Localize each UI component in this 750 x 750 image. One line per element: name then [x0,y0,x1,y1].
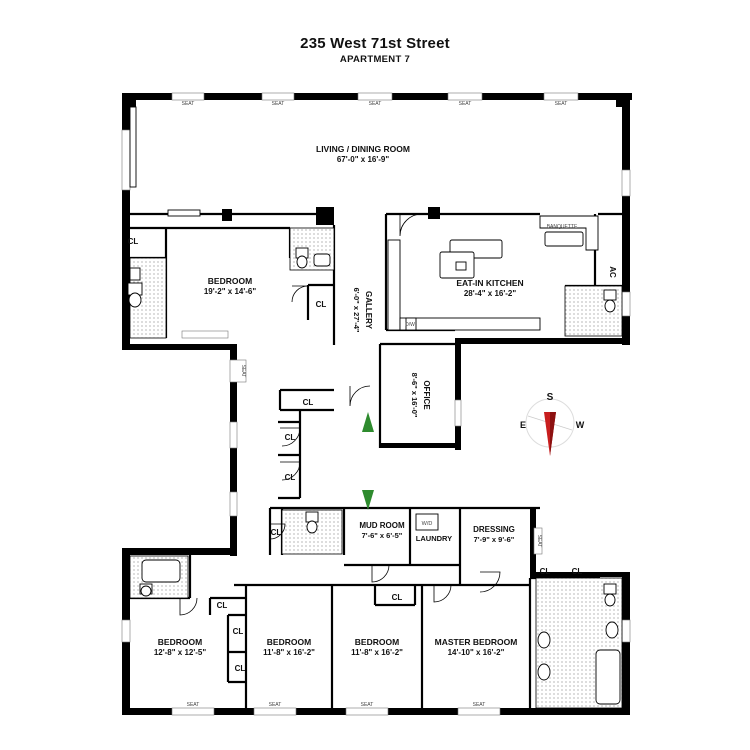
seat-label: SEAT [369,101,382,107]
kitchen-dims: 28'-4" x 16'-2" [464,289,517,298]
office-name: OFFICE [422,380,431,410]
closet-label: CL [303,398,314,407]
seat-label: SEAT [240,365,246,378]
seat-label: SEAT [182,101,195,107]
office-dims: 8'-6" x 16'-0" [410,373,419,418]
bedroom-2-name: BEDROOM [267,637,311,647]
compass-south: S [547,392,554,403]
entry-arrows [362,412,374,510]
banquette-label: BANQUETTE [547,224,578,230]
seat-label: SEAT [473,702,486,708]
dressing-name: DRESSING [473,525,515,534]
seat-label: SEAT [555,101,568,107]
bedroom-3-dims: 11'-8" x 16'-2" [351,648,403,657]
fixtures [127,106,621,705]
room-labels: LIVING / DINING ROOM 67'-0" x 16'-9" BED… [154,144,524,657]
master-bedroom-name: MASTER BEDROOM [435,637,518,647]
bedroom-1-name: BEDROOM [158,637,202,647]
compass-east: E [520,420,526,430]
dishwasher-label: D/W [405,322,415,328]
ac-label: AC [608,266,617,278]
seat-label: SEAT [536,535,542,548]
kitchen-name: EAT-IN KITCHEN [456,278,523,288]
closet-label: CL [285,473,296,482]
living-room-name: LIVING / DINING ROOM [316,144,410,154]
mud-room-name: MUD ROOM [359,521,405,530]
compass-west: W [576,420,585,430]
dressing-dims: 7'-9" x 9'-6" [474,535,515,544]
seat-label: SEAT [187,702,200,708]
closet-label: CL [285,433,296,442]
seat-label: SEAT [459,101,472,107]
gallery-dims: 6'-0" x 27'-4" [352,288,361,333]
closet-label: CL [540,567,551,576]
bathroom-tiles [129,227,623,709]
closet-labels: CL CL CL CL CL CL CL CL CL CL CL CL [128,237,583,673]
closet-label: CL [271,528,282,537]
laundry-name: LAUNDRY [416,534,452,543]
plan-title: 235 West 71st Street [300,35,450,52]
seat-label: SEAT [269,702,282,708]
compass-icon: S E W [520,392,585,456]
bedroom-2-dims: 11'-8" x 16'-2" [263,648,315,657]
closet-label: CL [128,237,139,246]
closet-label: CL [217,601,228,610]
gallery-name: GALLERY [364,291,373,330]
living-room-dims: 67'-0" x 16'-9" [337,155,390,164]
door-swings [179,213,501,616]
closet-label: CL [233,627,244,636]
bedroom-1-dims: 12'-8" x 12'-5" [154,648,207,657]
washer-dryer-label: W/D [422,521,433,527]
bedroom-nw-dims: 19'-2" x 14'-6" [204,287,257,296]
seat-label: SEAT [272,101,285,107]
closet-label: CL [572,567,583,576]
seat-labels: SEAT SEAT SEAT SEAT SEAT SEAT SEAT SEAT … [182,101,568,708]
master-bedroom-dims: 14'-10" x 16'-2" [448,648,505,657]
bedroom-nw-name: BEDROOM [208,276,252,286]
seat-label: SEAT [361,702,374,708]
fixture-labels: AC BANQUETTE W/D D/W [405,224,617,527]
plan-subtitle: APARTMENT 7 [339,54,411,65]
bedroom-3-name: BEDROOM [355,637,399,647]
closet-label: CL [235,664,246,673]
closet-label: CL [316,300,327,309]
mud-room-dims: 7'-6" x 6'-5" [362,531,403,540]
closet-label: CL [392,593,403,602]
